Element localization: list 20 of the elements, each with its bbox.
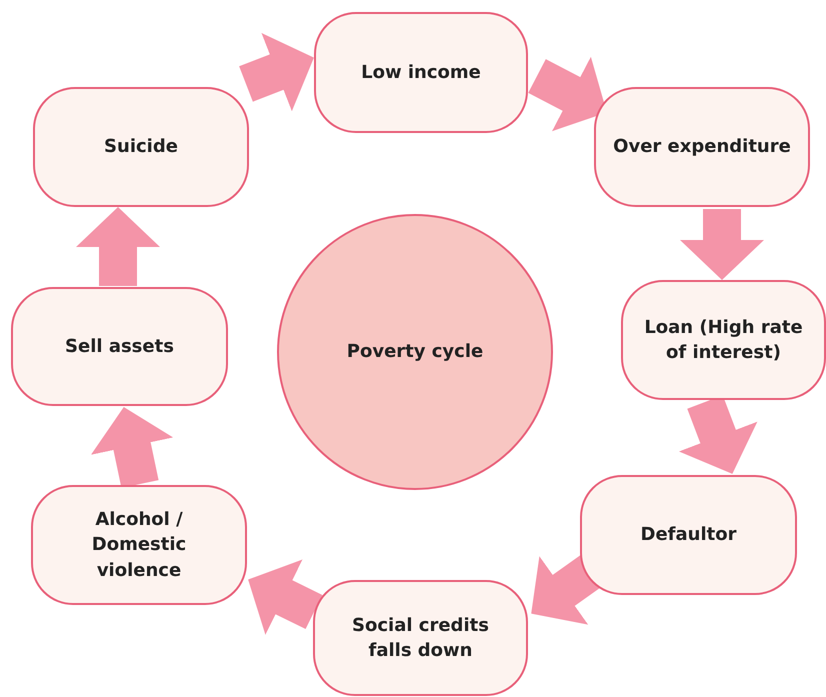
block-arrow xyxy=(76,207,160,286)
node-label: Social credits falls down xyxy=(351,614,490,663)
process-box xyxy=(621,280,826,400)
process-box xyxy=(33,87,249,207)
process-box xyxy=(313,580,528,696)
node-label: Sell assets xyxy=(64,334,175,359)
process-box xyxy=(314,12,528,133)
node-label: Loan (High rate of interest) xyxy=(643,316,804,365)
process-box xyxy=(594,87,810,207)
block-arrow xyxy=(680,209,764,280)
node-label: Poverty cycle xyxy=(346,340,484,364)
node-label: Suicide xyxy=(103,135,179,160)
node-label: Defaultor xyxy=(640,523,738,548)
node-label: Alcohol / Domestic violence xyxy=(90,508,188,583)
block-arrow xyxy=(90,404,174,488)
node-label: Low income xyxy=(360,60,482,85)
process-box xyxy=(11,287,228,406)
process-box xyxy=(31,485,247,605)
process-box xyxy=(580,475,797,595)
node-label: Over expenditure xyxy=(612,135,792,160)
